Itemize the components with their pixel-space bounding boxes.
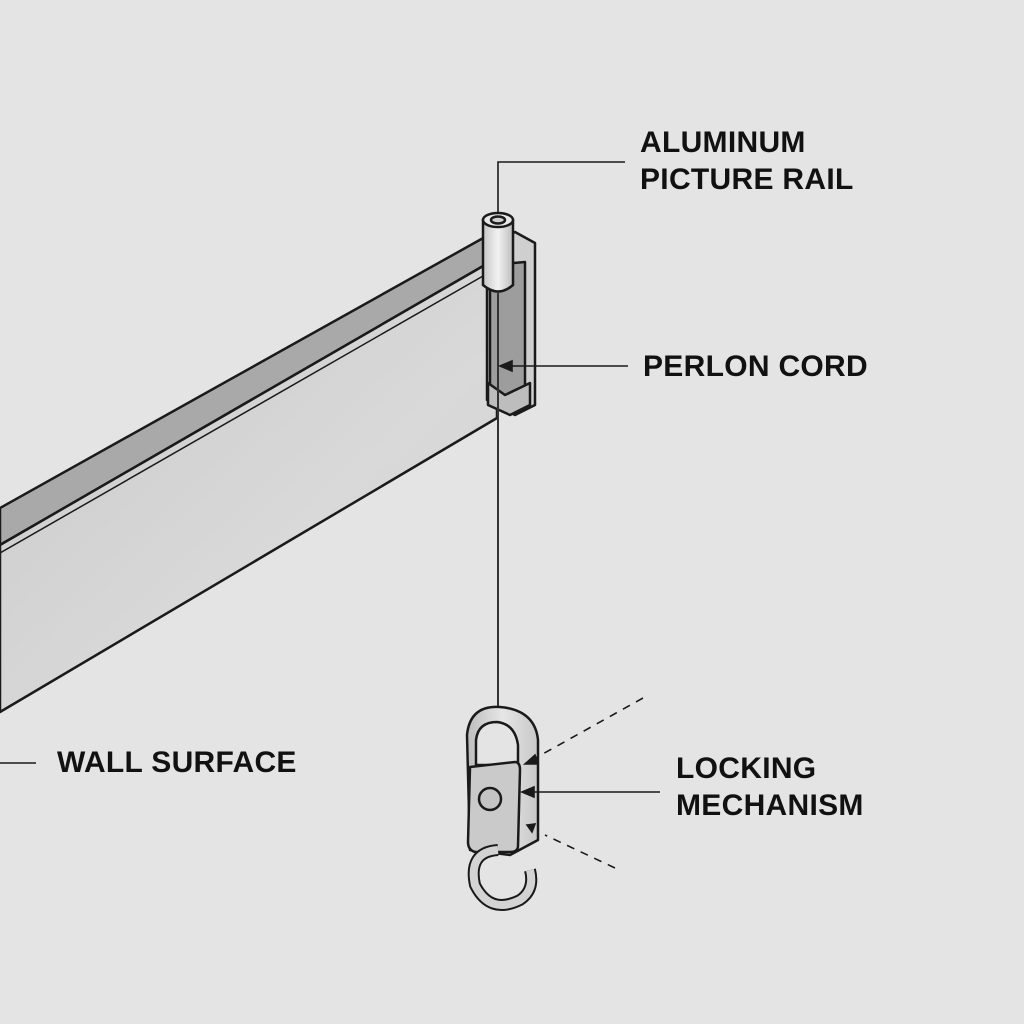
leader-lines xyxy=(0,161,660,869)
cord-clamp-cylinder xyxy=(481,211,515,293)
rail-edge-line xyxy=(0,267,498,554)
lock-dashed-upper xyxy=(531,697,644,761)
rail-leader xyxy=(497,161,625,213)
label-rail-line1: ALUMINUM xyxy=(640,126,806,159)
locking-mechanism xyxy=(465,705,540,911)
label-lock-line1: LOCKING xyxy=(676,752,817,785)
aluminum-rail xyxy=(0,235,499,714)
lock-dashed-lower xyxy=(544,834,616,869)
label-aluminum-picture-rail: ALUMINUM PICTURE RAIL xyxy=(640,124,854,198)
label-wall-surface: WALL SURFACE xyxy=(57,746,297,779)
label-rail-line2: PICTURE RAIL xyxy=(640,163,854,196)
label-perlon-cord: PERLON CORD xyxy=(643,350,868,383)
label-lock-line2: MECHANISM xyxy=(676,789,864,822)
label-locking-mechanism: LOCKING MECHANISM xyxy=(676,750,864,824)
